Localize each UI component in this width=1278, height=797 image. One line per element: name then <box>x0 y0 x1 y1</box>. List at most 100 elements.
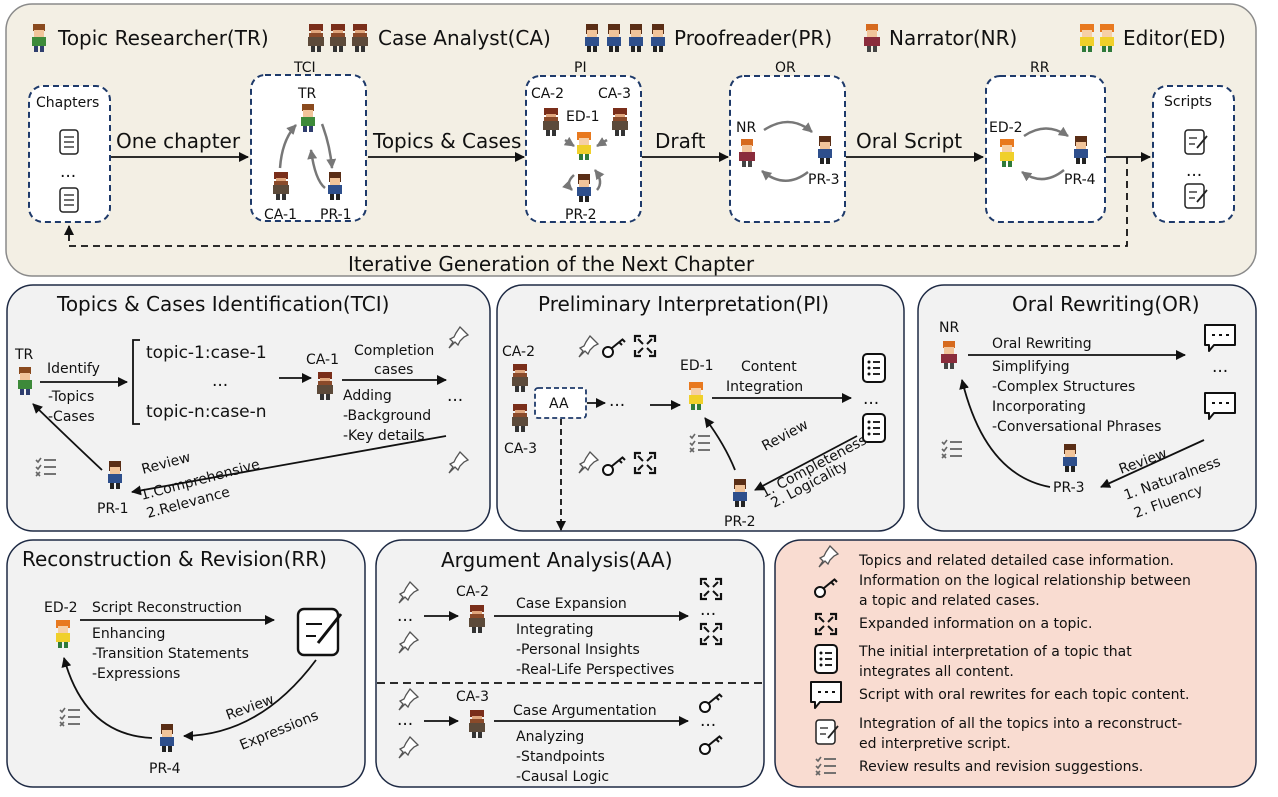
completion-label-2: cases <box>374 362 413 378</box>
complex-item: -Complex Structures <box>992 379 1135 395</box>
list-dots: ... <box>863 389 879 409</box>
legend-panel <box>774 539 1257 788</box>
role-nr-label: Narrator(NR) <box>889 26 1017 50</box>
key-details-item: -Key details <box>343 428 425 444</box>
legend-review: Review results and revision suggestions. <box>859 759 1143 775</box>
script-recon-label: Script Reconstruction <box>92 600 242 616</box>
topicn-label: topic-n:case-n <box>146 402 267 422</box>
review-icon <box>689 433 711 453</box>
aa-ca3: CA-3 <box>456 689 489 705</box>
aa-ca2: CA-2 <box>456 584 489 600</box>
pi-ca2: CA-2 <box>502 344 535 360</box>
rr-pr4-label: PR-4 <box>1064 172 1096 188</box>
document-icon <box>59 187 79 213</box>
analyzing-label: Analyzing <box>516 729 584 745</box>
list-icon <box>814 644 838 674</box>
one-chapter-label: One chapter <box>116 129 241 153</box>
pi-ca3-label: CA-3 <box>598 86 631 102</box>
expressions-item: -Expressions <box>92 666 180 682</box>
scripts-dots: ... <box>1186 161 1202 181</box>
conversational-item: -Conversational Phrases <box>992 419 1161 435</box>
pi-ed1-label: ED-1 <box>566 109 600 125</box>
pi-pr2-label: PR-2 <box>565 207 597 223</box>
tci-panel <box>6 284 491 532</box>
transition-item: -Transition Statements <box>92 646 249 662</box>
scripts-label: Scripts <box>1164 94 1212 110</box>
review-icon <box>59 707 81 727</box>
topics-item: -Topics <box>48 389 94 405</box>
or-box <box>729 75 846 223</box>
or-nr: NR <box>939 320 959 336</box>
topics-dots: ... <box>212 371 228 391</box>
chat-dots: ... <box>1212 357 1228 377</box>
review-icon <box>941 439 963 459</box>
aa-pins-dots-2: ... <box>397 710 413 730</box>
standpoints-item: -Standpoints <box>516 749 605 765</box>
or-pr3-label: PR-3 <box>808 172 840 188</box>
legend-list-2: integrates all content. <box>859 664 1014 680</box>
document-icon <box>59 129 79 155</box>
role-ca-label: Case Analyst(CA) <box>378 26 551 50</box>
or-panel-title: Oral Rewriting(OR) <box>1012 292 1200 316</box>
topic1-label: topic-1:case-1 <box>146 343 267 363</box>
enhancing-label: Enhancing <box>92 626 165 642</box>
rr-label: RR <box>1030 60 1050 76</box>
or-panel <box>917 284 1257 532</box>
rr-ed2-label: ED-2 <box>989 120 1023 136</box>
draft-label: Draft <box>655 129 706 153</box>
integrating-label: Integrating <box>516 622 593 638</box>
cases-item: -Cases <box>48 409 95 425</box>
legend-expand: Expanded information on a topic. <box>859 616 1092 632</box>
reallife-item: -Real-Life Perspectives <box>516 662 674 678</box>
causal-item: -Causal Logic <box>516 769 609 785</box>
pi-ca3: CA-3 <box>504 441 537 457</box>
aa-panel-title: Argument Analysis(AA) <box>441 548 673 572</box>
list-icon <box>862 413 886 443</box>
tci-pr1-label: PR-1 <box>320 207 352 223</box>
aa-label: AA <box>549 396 569 412</box>
pi-panel-title: Preliminary Interpretation(PI) <box>538 292 829 316</box>
pi-ed1: ED-1 <box>680 358 714 374</box>
reconstructed-script-icon <box>296 607 343 657</box>
oral-rewriting-label: Oral Rewriting <box>992 336 1092 352</box>
case-arg-label: Case Argumentation <box>513 703 657 719</box>
iterative-label: Iterative Generation of the Next Chapter <box>348 252 755 276</box>
rr-panel <box>6 539 366 788</box>
chapters-label: Chapters <box>36 95 99 111</box>
simplifying-label: Simplifying <box>992 359 1070 375</box>
tci-tr-label: TR <box>297 86 317 102</box>
tci-ca1: CA-1 <box>306 352 339 368</box>
script-icon <box>815 719 839 745</box>
integration-label: Integration <box>726 379 803 395</box>
script-icon <box>1184 183 1208 209</box>
personal-item: -Personal Insights <box>516 642 640 658</box>
tci-pr1: PR-1 <box>97 501 129 517</box>
legend-key: Information on the logical relationship … <box>859 573 1191 589</box>
role-tr-label: Topic Researcher(TR) <box>57 26 269 50</box>
or-pr3: PR-3 <box>1053 480 1085 496</box>
pi-label: PI <box>574 60 587 76</box>
aa-node <box>534 387 587 419</box>
or-nr-label: NR <box>736 120 756 136</box>
pi-dots: ... <box>609 391 625 411</box>
pins-dots: ... <box>447 386 463 406</box>
rr-panel-title: Reconstruction & Revision(RR) <box>22 547 327 571</box>
review-icon <box>815 756 837 776</box>
pi-pr2: PR-2 <box>724 514 756 530</box>
legend-pin: Topics and related detailed case informa… <box>858 553 1174 569</box>
aa-pins-dots: ... <box>397 606 413 626</box>
or-label: OR <box>775 60 796 76</box>
completion-label: Completion <box>354 343 434 359</box>
review-icon <box>35 457 57 477</box>
rr-box <box>985 75 1106 223</box>
legend-chat: Script with oral rewrites for each topic… <box>859 687 1189 703</box>
role-ed-label: Editor(ED) <box>1123 26 1226 50</box>
identify-label: Identify <box>47 361 100 377</box>
pi-ca2-label: CA-2 <box>531 86 564 102</box>
tci-label: TCI <box>293 60 316 76</box>
oral-script-label: Oral Script <box>856 129 962 153</box>
legend-list: The initial interpretation of a topic th… <box>858 644 1132 660</box>
tci-panel-title: Topics & Cases Identification(TCI) <box>56 292 389 316</box>
legend-script-2: ed interpretive script. <box>859 736 1011 752</box>
